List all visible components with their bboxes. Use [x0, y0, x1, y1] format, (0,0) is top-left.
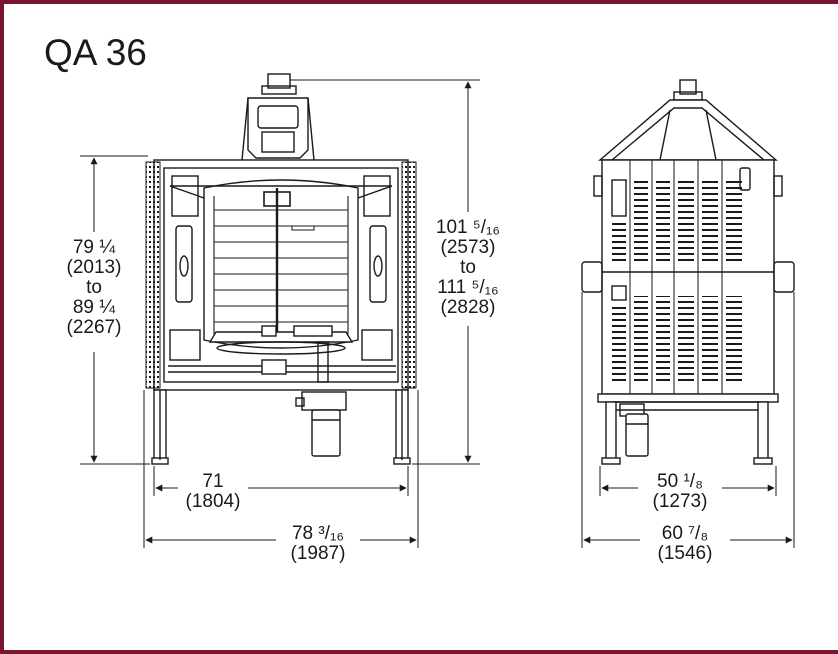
dim-line: to [460, 257, 476, 278]
dim-line: (2013) [66, 257, 122, 278]
dim-line: (1546) [657, 543, 713, 564]
dim-line: (2573) [440, 237, 496, 258]
dim-line: 101 ⁵/₁₆ [435, 217, 501, 238]
dim-line: (1804) [185, 491, 241, 512]
front-inner-width-dimension: 71 (1804) [180, 472, 246, 512]
side-outer-width-dimension: 60 ⁷/₈ (1546) [642, 524, 728, 564]
dim-line: 79 ¼ [72, 237, 116, 258]
dim-line: 50 ¹/₈ [657, 471, 703, 492]
dim-line: 89 ¼ [72, 297, 116, 318]
front-height-dimension: 79 ¼ (2013) to 89 ¼ (2267) [52, 238, 136, 338]
dim-line: (2828) [440, 297, 496, 318]
side-inner-width-dimension: 50 ¹/₈ (1273) [640, 472, 720, 512]
dim-line: (2267) [66, 317, 122, 338]
frame-left-border [0, 0, 4, 654]
frame-top-border [0, 0, 838, 4]
dim-line: 60 ⁷/₈ [661, 523, 709, 544]
side-elevation-view [581, 79, 795, 465]
dim-line: 71 [202, 471, 224, 492]
dim-line: 111 ⁵/₁₆ [437, 277, 499, 298]
dim-line: (1987) [290, 543, 346, 564]
dim-line: (1273) [652, 491, 708, 512]
drawing-title: QA 36 [44, 32, 147, 73]
dim-line: to [86, 277, 102, 298]
frame-bottom-border [0, 650, 838, 654]
dim-line: 78 ³/₁₆ [291, 523, 345, 544]
front-outer-width-dimension: 78 ³/₁₆ (1987) [276, 524, 360, 564]
front-elevation-view [145, 73, 417, 465]
overall-height-dimension: 101 ⁵/₁₆ (2573) to 111 ⁵/₁₆ (2828) [422, 218, 514, 318]
dimension-lines [80, 79, 795, 548]
